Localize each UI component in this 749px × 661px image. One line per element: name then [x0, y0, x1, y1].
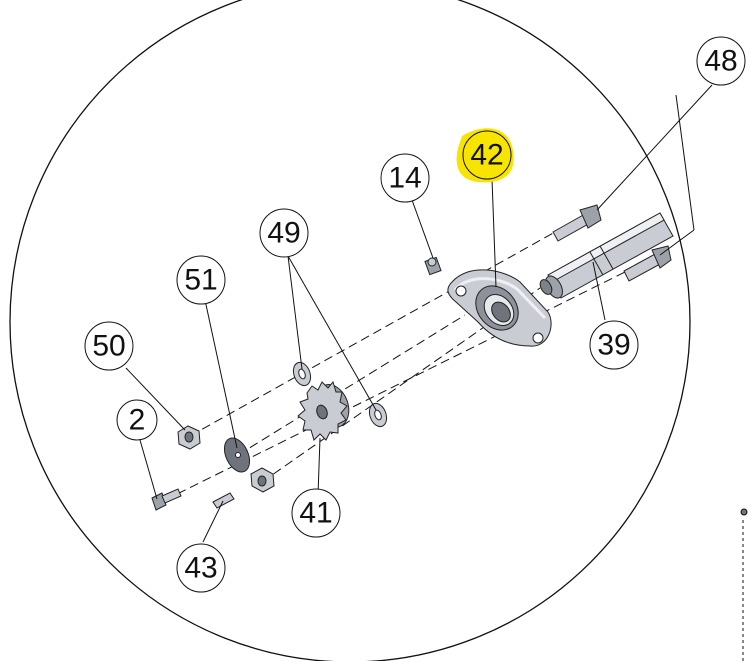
balloon-48: 48	[696, 36, 746, 86]
nut-part-50	[177, 425, 201, 450]
sprocket-part-41	[297, 380, 350, 441]
svg-text:42: 42	[470, 139, 503, 172]
svg-text:51: 51	[184, 264, 217, 297]
balloon-49: 49	[259, 208, 309, 258]
flange-bearing-part-42	[447, 269, 552, 347]
nut-part-50-lower	[250, 467, 275, 493]
balloon-41: 41	[291, 488, 341, 538]
bolt-part-2	[151, 488, 182, 511]
shaft-part-39	[539, 212, 674, 299]
washer-part-49-right	[368, 402, 388, 428]
balloon-2: 2	[116, 399, 158, 441]
svg-text:2: 2	[129, 404, 146, 437]
svg-text:41: 41	[299, 497, 332, 530]
balloon-39: 39	[589, 320, 639, 370]
grease-fitting-part-14	[424, 256, 442, 276]
svg-text:43: 43	[184, 552, 217, 585]
svg-text:39: 39	[597, 329, 630, 362]
balloon-50: 50	[84, 321, 134, 371]
svg-text:48: 48	[704, 45, 737, 78]
balloon-43: 43	[176, 543, 226, 593]
svg-text:14: 14	[388, 162, 421, 195]
washer-part-49-left	[292, 361, 312, 387]
balloon-42-highlighted: 42	[456, 128, 514, 183]
adjacent-view-fragment	[740, 508, 748, 661]
svg-text:49: 49	[267, 217, 300, 250]
svg-text:50: 50	[92, 330, 125, 363]
pin-part-43	[212, 492, 235, 509]
leader-lines	[125, 84, 713, 543]
bolt-part-48-lower	[623, 245, 672, 282]
bolt-part-48-upper	[552, 204, 602, 242]
detail-circle	[9, 0, 691, 661]
balloon-51: 51	[176, 255, 226, 305]
balloon-14: 14	[380, 153, 430, 203]
disc-part-51	[223, 437, 251, 473]
